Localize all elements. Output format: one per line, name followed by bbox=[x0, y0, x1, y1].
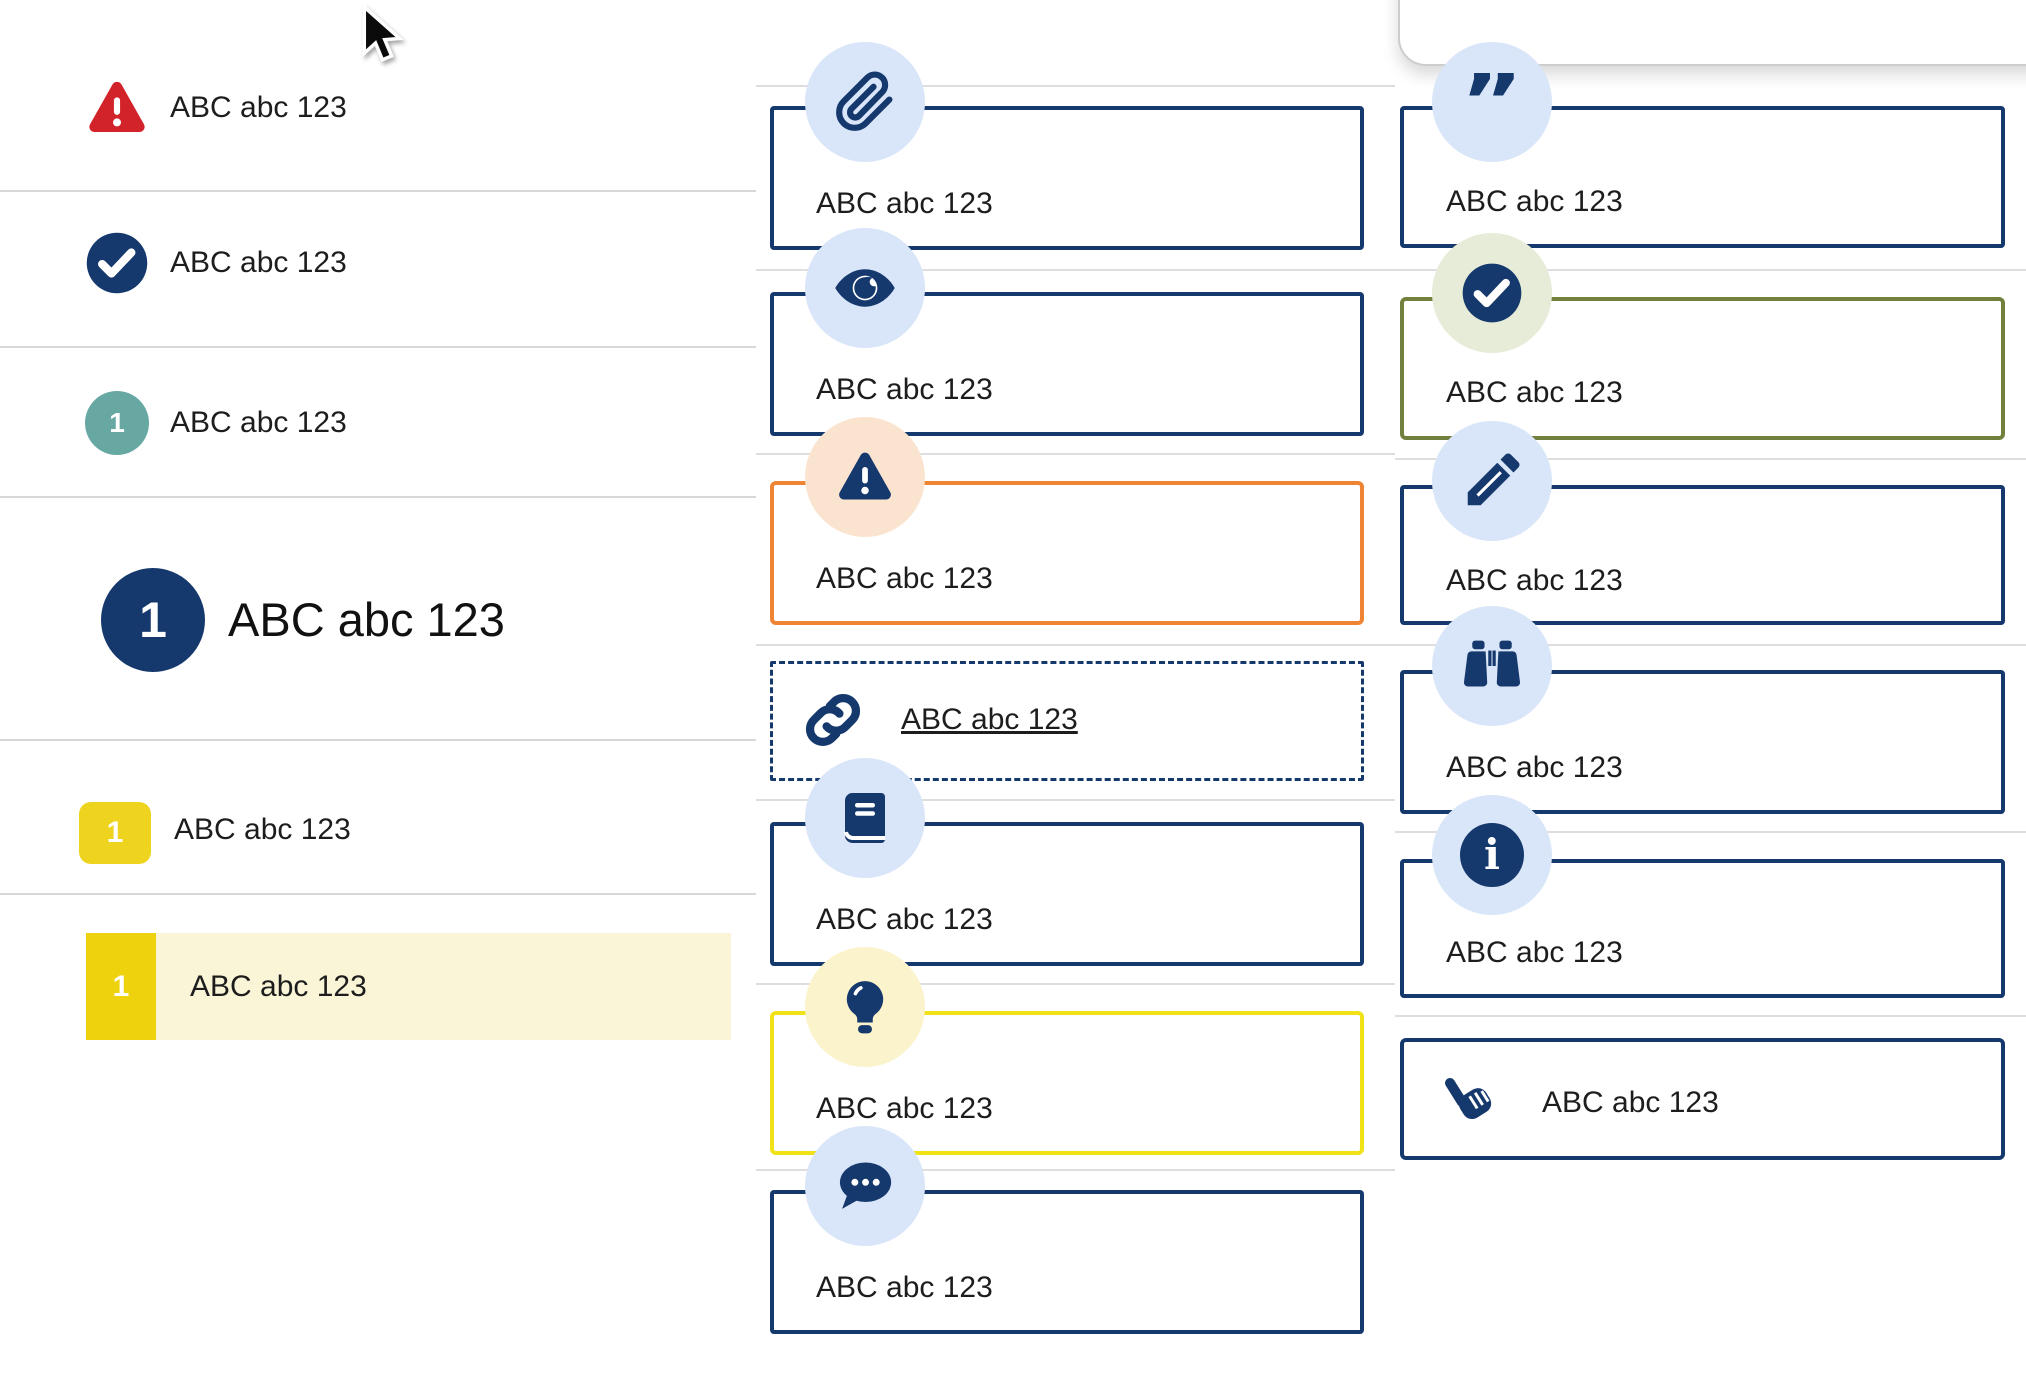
divider bbox=[1395, 269, 2026, 271]
number-badge-teal: 1 bbox=[85, 391, 149, 455]
info-icon: i bbox=[1432, 795, 1552, 915]
alert-triangle-icon bbox=[805, 417, 925, 537]
alert-triangle-icon bbox=[84, 76, 150, 140]
card-label: ABC abc 123 bbox=[816, 373, 993, 406]
check-circle-icon bbox=[84, 230, 150, 296]
divider bbox=[756, 799, 1395, 801]
number-badge-navy-large: 1 bbox=[101, 568, 205, 672]
list-item-label: ABC abc 123 bbox=[170, 246, 347, 279]
card-label: ABC abc 123 bbox=[1542, 1086, 1719, 1119]
card-label: ABC abc 123 bbox=[1446, 936, 1623, 969]
list-item-label: ABC abc 123 bbox=[170, 406, 347, 439]
section-heading: ABC abc 123 bbox=[228, 593, 505, 646]
highlight-band bbox=[86, 933, 731, 1040]
number-badge-yellow: 1 bbox=[79, 802, 151, 864]
divider bbox=[1395, 1015, 2026, 1017]
card-label: ABC abc 123 bbox=[1446, 751, 1623, 784]
card-label: ABC abc 123 bbox=[1446, 564, 1623, 597]
badge-number: 1 bbox=[139, 592, 167, 648]
divider bbox=[756, 983, 1395, 985]
divider bbox=[0, 190, 756, 192]
divider bbox=[756, 1169, 1395, 1171]
divider bbox=[1395, 831, 2026, 833]
quote-glyph: ” bbox=[1460, 73, 1524, 131]
action-card[interactable]: ABC abc 123 bbox=[1400, 1038, 2005, 1160]
divider bbox=[0, 893, 756, 895]
divider bbox=[1395, 644, 2026, 646]
card-label: ABC abc 123 bbox=[1446, 185, 1623, 218]
hand-pointer-icon bbox=[1430, 1062, 1508, 1142]
badge-number: 1 bbox=[106, 816, 124, 849]
chat-bubble-icon bbox=[805, 1126, 925, 1246]
divider bbox=[0, 739, 756, 741]
eye-icon bbox=[805, 228, 925, 348]
badge-number: 1 bbox=[109, 407, 125, 438]
divider bbox=[756, 644, 1395, 646]
divider bbox=[0, 346, 756, 348]
pencil-icon bbox=[1432, 421, 1552, 541]
list-item-label: ABC abc 123 bbox=[174, 813, 351, 846]
number-badge-yellow-highlight: 1 bbox=[86, 933, 156, 1040]
card-label: ABC abc 123 bbox=[816, 187, 993, 220]
list-item-label: ABC abc 123 bbox=[190, 970, 367, 1003]
card-label: ABC abc 123 bbox=[816, 903, 993, 936]
divider bbox=[1395, 458, 2026, 460]
quote-icon: ” bbox=[1432, 42, 1552, 162]
binoculars-icon bbox=[1432, 606, 1552, 726]
link-icon bbox=[801, 688, 865, 752]
card-link-label[interactable]: ABC abc 123 bbox=[901, 703, 1078, 736]
card-label: ABC abc 123 bbox=[816, 562, 993, 595]
paperclip-icon bbox=[805, 42, 925, 162]
mouse-cursor bbox=[360, 3, 406, 71]
card-label: ABC abc 123 bbox=[816, 1271, 993, 1304]
divider bbox=[756, 85, 1395, 87]
badge-number: 1 bbox=[112, 969, 130, 1003]
divider bbox=[0, 496, 756, 498]
lightbulb-icon bbox=[805, 947, 925, 1067]
divider bbox=[756, 269, 1395, 271]
info-glyph: i bbox=[1484, 830, 1500, 879]
book-icon bbox=[805, 758, 925, 878]
check-circle-icon bbox=[1432, 233, 1552, 353]
card-label: ABC abc 123 bbox=[1446, 376, 1623, 409]
card-label: ABC abc 123 bbox=[816, 1092, 993, 1125]
list-item-label: ABC abc 123 bbox=[170, 91, 347, 124]
divider bbox=[756, 453, 1395, 455]
